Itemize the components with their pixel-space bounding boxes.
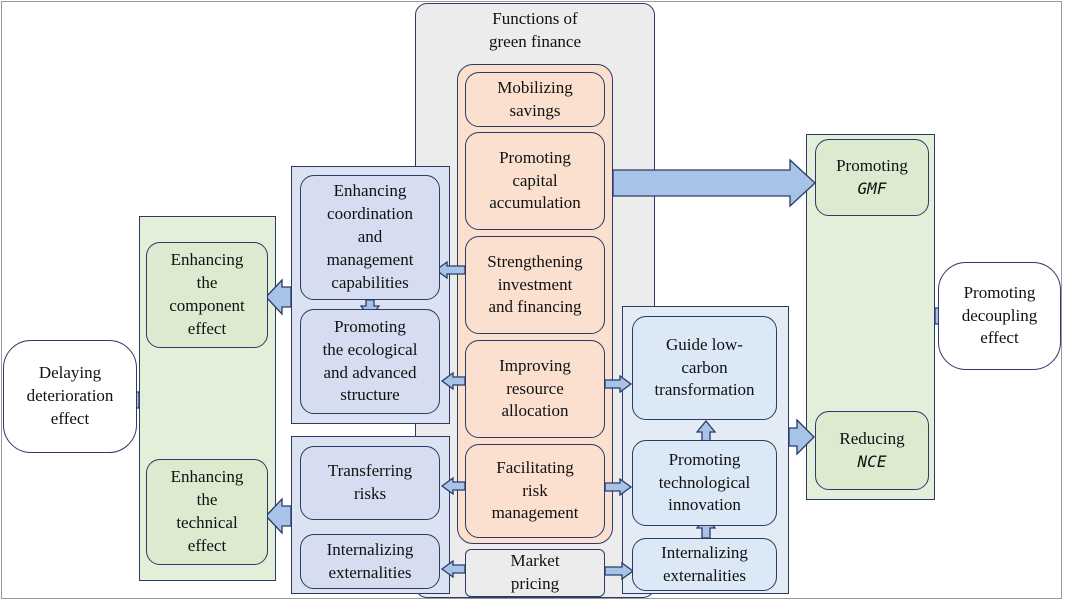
transferring-risks-box: Transferring risks — [300, 446, 440, 520]
investment-financing-box: Strengthening investment and financing — [465, 236, 605, 334]
capital-accumulation-box: Promoting capital accumulation — [465, 132, 605, 230]
component-effect-box: Enhancing the component effect — [146, 242, 268, 348]
nce-variable: NCE — [857, 452, 887, 472]
mobilizing-savings-box: Mobilizing savings — [465, 72, 605, 127]
functions-title: Functions of green finance — [488, 9, 582, 51]
reducing-nce-box: Reducing NCE — [815, 411, 929, 490]
reducing-nce-label: Reducing — [839, 429, 905, 449]
gmf-variable: GMF — [857, 179, 887, 199]
guide-low-carbon-box: Guide low- carbon transformation — [632, 316, 777, 420]
decoupling-effect-box: Promoting decoupling effect — [938, 262, 1061, 370]
delaying-effect-box: Delaying deterioration effect — [3, 340, 137, 453]
risk-management-box: Facilitating risk management — [465, 444, 605, 538]
coordination-box: Enhancing coordination and management ca… — [300, 175, 440, 300]
left-internalizing-box: Internalizing externalities — [300, 534, 440, 589]
resource-allocation-box: Improving resource allocation — [465, 340, 605, 438]
promoting-gmf-box: Promoting GMF — [815, 139, 929, 216]
right-internalizing-box: Internalizing externalities — [632, 538, 777, 591]
technical-effect-box: Enhancing the technical effect — [146, 459, 268, 565]
market-pricing-box: Market pricing — [465, 549, 605, 597]
promoting-gmf-label: Promoting — [836, 156, 908, 176]
tech-innovation-box: Promoting technological innovation — [632, 440, 777, 526]
ecological-structure-box: Promoting the ecological and advanced st… — [300, 309, 440, 414]
